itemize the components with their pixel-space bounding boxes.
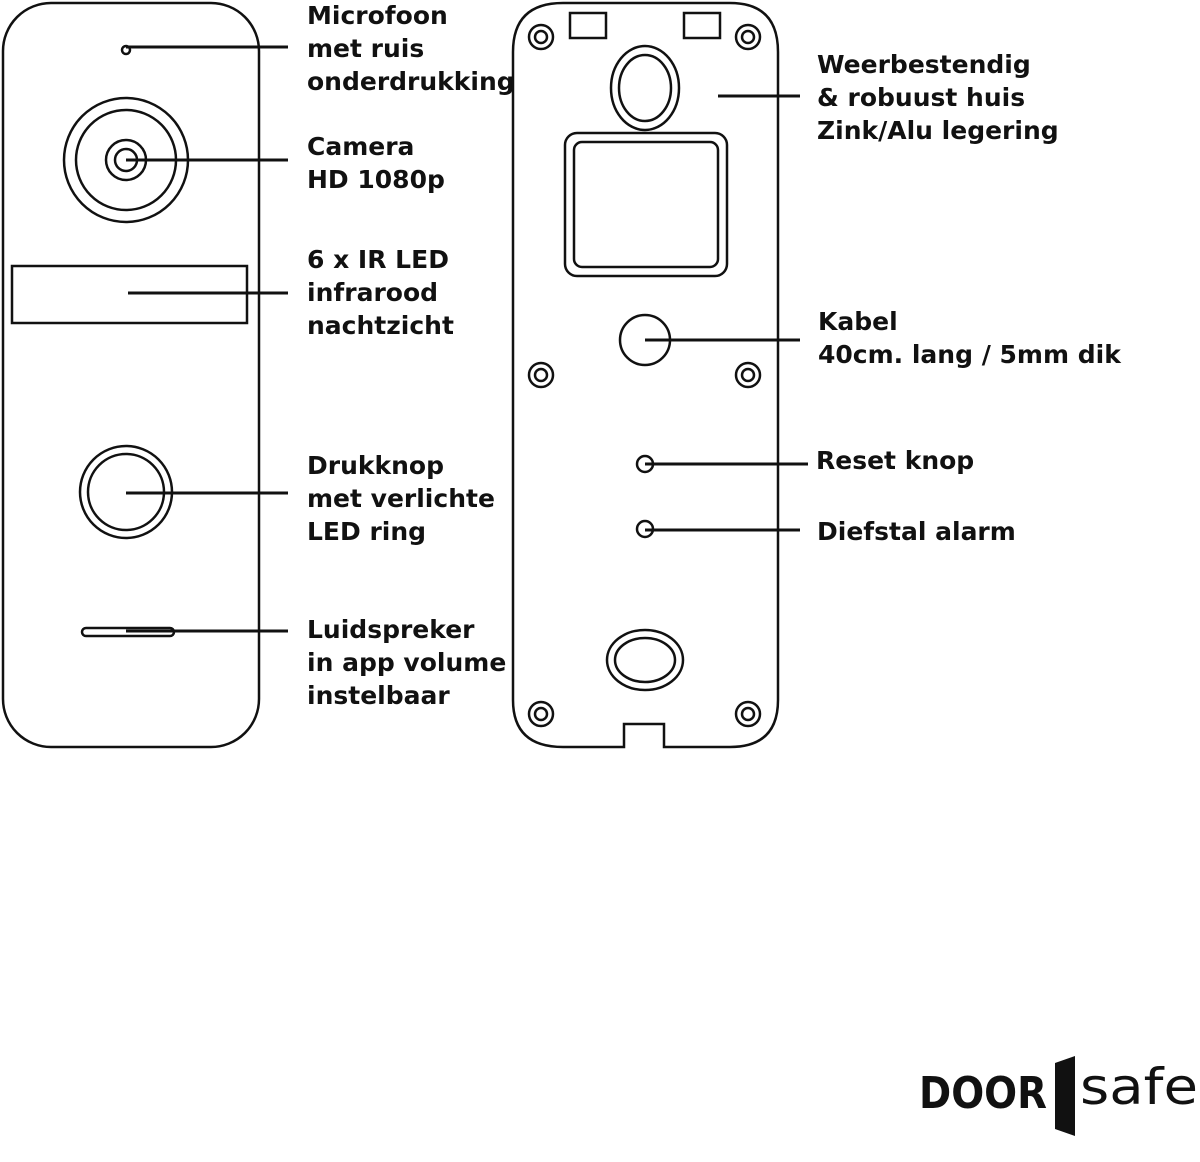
screw-hole-top-left-inner [533, 29, 549, 45]
screw-hole-mid-right [734, 361, 762, 389]
camera-label: Camera HD 1080p [307, 132, 445, 194]
top-clip-left [568, 11, 608, 40]
screw-hole-bottom-left-inner [533, 706, 549, 722]
mounting-slot-bottom-inner [613, 636, 677, 684]
screw-hole-top-left [527, 23, 555, 51]
doorsafe-logo: DOOR safe [919, 1056, 1198, 1136]
housing-label: Weerbestendig & robuust huis Zink/Alu le… [817, 50, 1059, 145]
screw-hole-mid-left-inner [533, 367, 549, 383]
alarm-label: Diefstal alarm [817, 517, 1016, 546]
mounting-slot-top-inner [617, 53, 673, 123]
screw-hole-mid-left [527, 361, 555, 389]
speaker-label: Luidspreker in app volume instelbaar [307, 615, 515, 710]
screw-hole-top-right [734, 23, 762, 51]
back-recess [563, 131, 729, 278]
top-clip-right [682, 11, 722, 40]
screw-hole-mid-right-inner [740, 367, 756, 383]
front-housing-outline [1, 1, 261, 749]
button-label: Drukknop met verlichte LED ring [307, 451, 504, 546]
screw-hole-bottom-left [527, 700, 555, 728]
mounting-slot-bottom [605, 628, 685, 692]
mounting-slot-top [609, 44, 681, 132]
back-recess-inner [572, 140, 720, 269]
cable-label: Kabel 40cm. lang / 5mm dik [818, 307, 1122, 369]
microphone-label: Microfoon met ruis onderdrukking [307, 1, 515, 96]
logo-door-text: DOOR [919, 1068, 1047, 1119]
logo-safe-text: safe [1080, 1058, 1198, 1116]
screw-hole-bottom-right [734, 700, 762, 728]
screw-hole-top-right-inner [740, 29, 756, 45]
door-icon [1055, 1056, 1075, 1136]
screw-hole-bottom-right-inner [740, 706, 756, 722]
reset-label: Reset knop [816, 446, 974, 475]
back-view [511, 1, 780, 749]
front-view [1, 1, 261, 749]
back-housing-outline [511, 1, 780, 749]
ir-led-label: 6 x IR LED infrarood nachtzicht [307, 245, 458, 340]
